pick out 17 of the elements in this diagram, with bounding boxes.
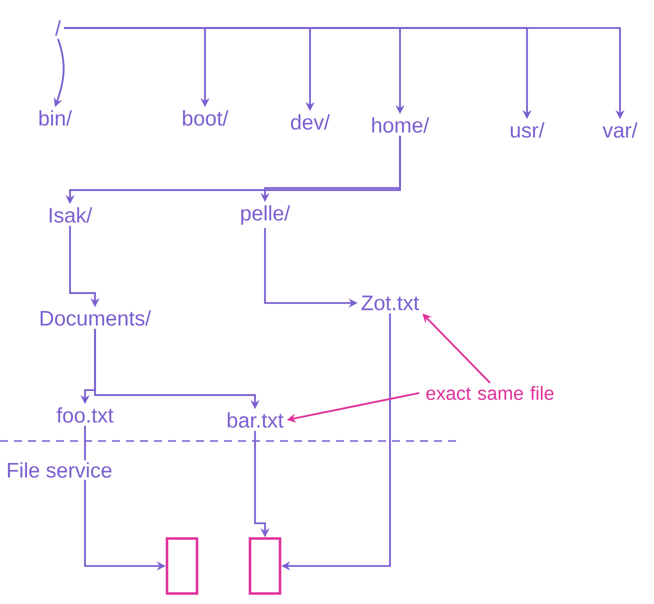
- section-label: File service: [4, 460, 114, 480]
- path-label: bin/: [39, 110, 72, 126]
- annotation-text: exact same file: [426, 386, 554, 400]
- path-label: usr/: [510, 122, 544, 138]
- path-label: foo.txt: [56, 407, 114, 423]
- path-label: /: [55, 20, 61, 36]
- path-label: bar.txt: [228, 412, 284, 428]
- path-label: pelle/: [241, 205, 290, 225]
- path-label: boot/: [183, 110, 228, 126]
- path-label: home/: [372, 117, 430, 133]
- path-label: dev/: [291, 114, 330, 130]
- path-label: Documents/: [40, 310, 151, 326]
- path-label: var/: [602, 122, 638, 138]
- file-block: [248, 537, 282, 595]
- path-label: Zot.txt: [362, 296, 420, 310]
- path-label: Isak/: [50, 207, 92, 223]
- file-block: [166, 537, 198, 595]
